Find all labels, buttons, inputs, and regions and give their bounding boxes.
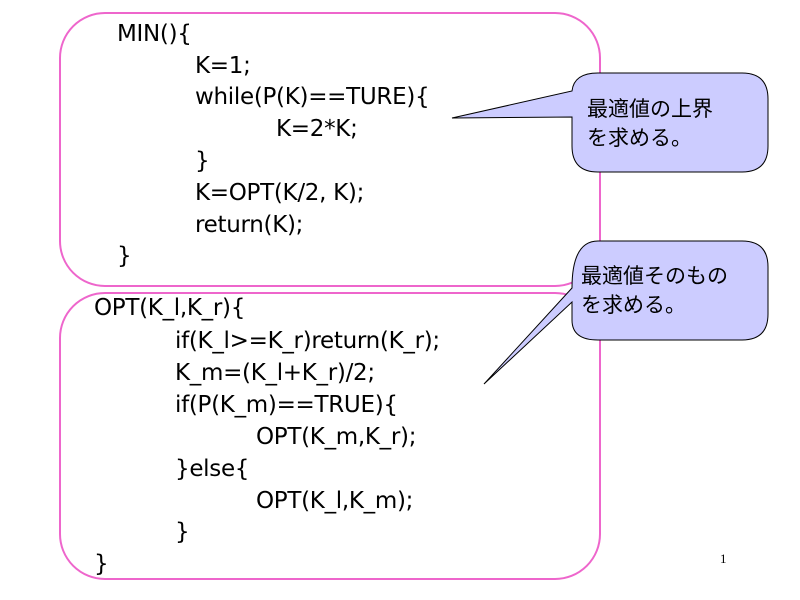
opt-code-box xyxy=(59,292,601,580)
code-line: K_m=(K_l+K_r)/2; xyxy=(175,360,375,386)
min-code-box xyxy=(59,12,601,287)
callout-1-line-2: を求める。 xyxy=(587,126,692,150)
callout-2-line-2: を求める。 xyxy=(581,293,686,317)
code-line: OPT(K_l,K_m); xyxy=(256,488,414,514)
code-line: return(K); xyxy=(195,212,304,238)
code-line: } xyxy=(175,519,190,545)
code-line: MIN(){ xyxy=(117,21,192,47)
callout-2-line-1: 最適値そのもの xyxy=(581,264,728,288)
code-line: }else{ xyxy=(175,456,250,482)
code-line: } xyxy=(94,551,109,577)
code-line: if(K_l>=K_r)return(K_r); xyxy=(175,328,440,354)
callout-optimal-value xyxy=(483,240,769,385)
code-line: K=1; xyxy=(195,53,251,79)
code-line: while(P(K)==TURE){ xyxy=(195,84,430,110)
callout-upper-bound xyxy=(451,72,769,173)
code-line: } xyxy=(195,148,210,174)
code-line: K=2*K; xyxy=(276,116,358,142)
code-line: OPT(K_m,K_r); xyxy=(256,424,417,450)
callout-1-line-1: 最適値の上界 xyxy=(587,97,713,121)
slide-number: 1 xyxy=(720,551,727,566)
code-line: if(P(K_m)==TRUE){ xyxy=(175,392,398,418)
code-line: OPT(K_l,K_r){ xyxy=(94,295,246,321)
code-line: } xyxy=(117,243,132,269)
code-line: K=OPT(K/2, K); xyxy=(195,180,365,206)
